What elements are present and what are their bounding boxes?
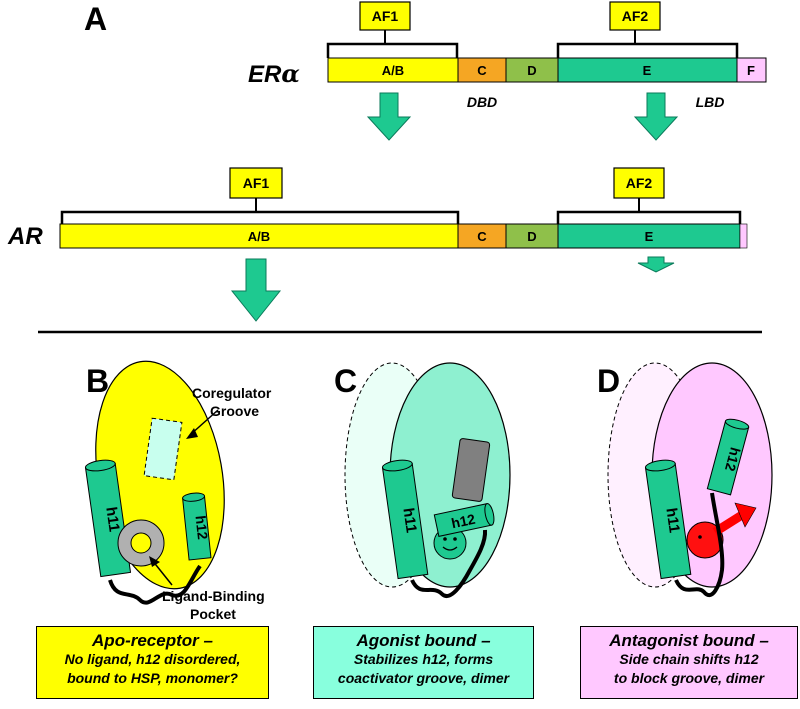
er-af2-box	[609, 1, 661, 31]
caption-agonist-bound: Agonist bound – Stabilizes h12, forms co…	[313, 626, 534, 699]
ar-af1-label: AF1	[243, 175, 270, 191]
h11-label: h11	[399, 507, 419, 534]
down-arrow-icon	[633, 92, 679, 141]
ar-segment-f-stub	[739, 223, 748, 249]
ar-segment-e-label: E	[645, 229, 654, 244]
h12-helix: h12	[433, 503, 495, 537]
er-segment-c-label: C	[477, 63, 487, 78]
ar-label: AR	[7, 223, 43, 250]
caption-antagonist-line2: to block groove, dimer	[613, 670, 765, 686]
panel-d-antagonist-bound: D h11 h12	[597, 362, 773, 598]
er-segment-e	[557, 57, 738, 83]
h11-helix: h11	[381, 459, 429, 580]
ar-segment-ab-label: A/B	[248, 229, 270, 244]
ar-af1-bracket	[60, 210, 460, 224]
groove-label-line2: Groove	[210, 403, 259, 419]
panel-b-apo-receptor: B Coregulator Groove h11 h12 Ligand-Bind…	[84, 360, 272, 622]
caption-apo-receptor: Apo-receptor – No ligand, h12 disordered…	[36, 626, 269, 699]
down-arrow-icon	[230, 258, 282, 322]
h12-label: h12	[193, 515, 211, 541]
ar-segment-d-label: D	[527, 229, 536, 244]
er-segment-f	[736, 57, 767, 83]
h11-helix: h11	[644, 459, 692, 580]
panel-c-letter: C	[334, 363, 357, 399]
lbd-label: LBD	[696, 94, 725, 110]
h11-h12-loop	[674, 492, 725, 598]
small-down-arrow-icon	[637, 256, 675, 273]
er-segment-c	[457, 57, 507, 83]
er-segment-e-label: E	[643, 63, 652, 78]
h11-h12-loop	[410, 529, 488, 598]
er-alpha-domain-map: ERα AF1 AF2 A/B C D E F DBD LBD	[248, 1, 767, 110]
h11-h12-loop	[108, 564, 202, 605]
h12-label: h12	[722, 446, 744, 474]
smile-icon	[442, 546, 458, 551]
er-af1-bracket	[326, 42, 459, 58]
caption-agonist-line2: coactivator groove, dimer	[337, 670, 510, 686]
panel-b-letter: B	[86, 363, 109, 399]
h11-label: h11	[662, 507, 682, 534]
h12-label: h12	[450, 511, 477, 532]
ar-segment-e	[557, 223, 741, 249]
ar-af2-bracket	[556, 210, 742, 224]
er-af2-bracket	[556, 42, 739, 58]
ar-af2-box	[613, 167, 665, 199]
ar-segment-c-label: C	[477, 229, 487, 244]
er-alpha-label: ERα	[248, 59, 300, 88]
er-segment-ab	[327, 57, 459, 83]
dbd-label: DBD	[467, 94, 497, 110]
ar-domain-map: AR AF1 AF2 A/B C D E	[7, 167, 748, 250]
ar-segment-d	[505, 223, 559, 249]
caption-agonist-title: Agonist bound –	[356, 631, 491, 650]
er-af1-box	[359, 1, 411, 31]
er-af1-label: AF1	[372, 8, 399, 24]
caption-antagonist-title: Antagonist bound –	[609, 631, 769, 650]
er-segment-ab-label: A/B	[382, 63, 404, 78]
caption-apo-title: Apo-receptor –	[92, 631, 213, 650]
ar-segment-c	[457, 223, 507, 249]
panel-c-agonist-bound: C h11 h12	[334, 362, 511, 598]
caption-antagonist-line1: Side chain shifts h12	[619, 651, 759, 667]
caption-agonist-line1: Stabilizes h12, forms	[353, 651, 494, 667]
h12-helix: h12	[182, 492, 212, 561]
h11-label: h11	[102, 506, 122, 533]
pocket-label-line1: Ligand-Binding	[162, 588, 265, 604]
er-segment-f-label: F	[747, 63, 755, 78]
pocket-label-line2: Pocket	[190, 606, 236, 622]
panel-d-letter: D	[597, 363, 620, 399]
caption-apo-line2: bound to HSP, monomer?	[67, 670, 238, 686]
caption-antagonist-bound: Antagonist bound – Side chain shifts h12…	[580, 626, 798, 699]
ar-segment-ab	[59, 223, 459, 249]
caption-apo-line1: No ligand, h12 disordered,	[64, 651, 241, 667]
antagonist-ligand	[686, 521, 724, 559]
ar-af2-label: AF2	[626, 175, 653, 191]
er-af2-label: AF2	[622, 8, 649, 24]
groove-label-line1: Coregulator	[192, 385, 272, 401]
coregulator-groove	[143, 417, 183, 481]
er-segment-d-label: D	[527, 63, 536, 78]
coactivator-groove-filled	[451, 438, 491, 502]
down-arrow-icon	[366, 92, 412, 141]
h12-helix: h12	[706, 418, 750, 496]
panel-a-letter: A	[84, 1, 107, 37]
